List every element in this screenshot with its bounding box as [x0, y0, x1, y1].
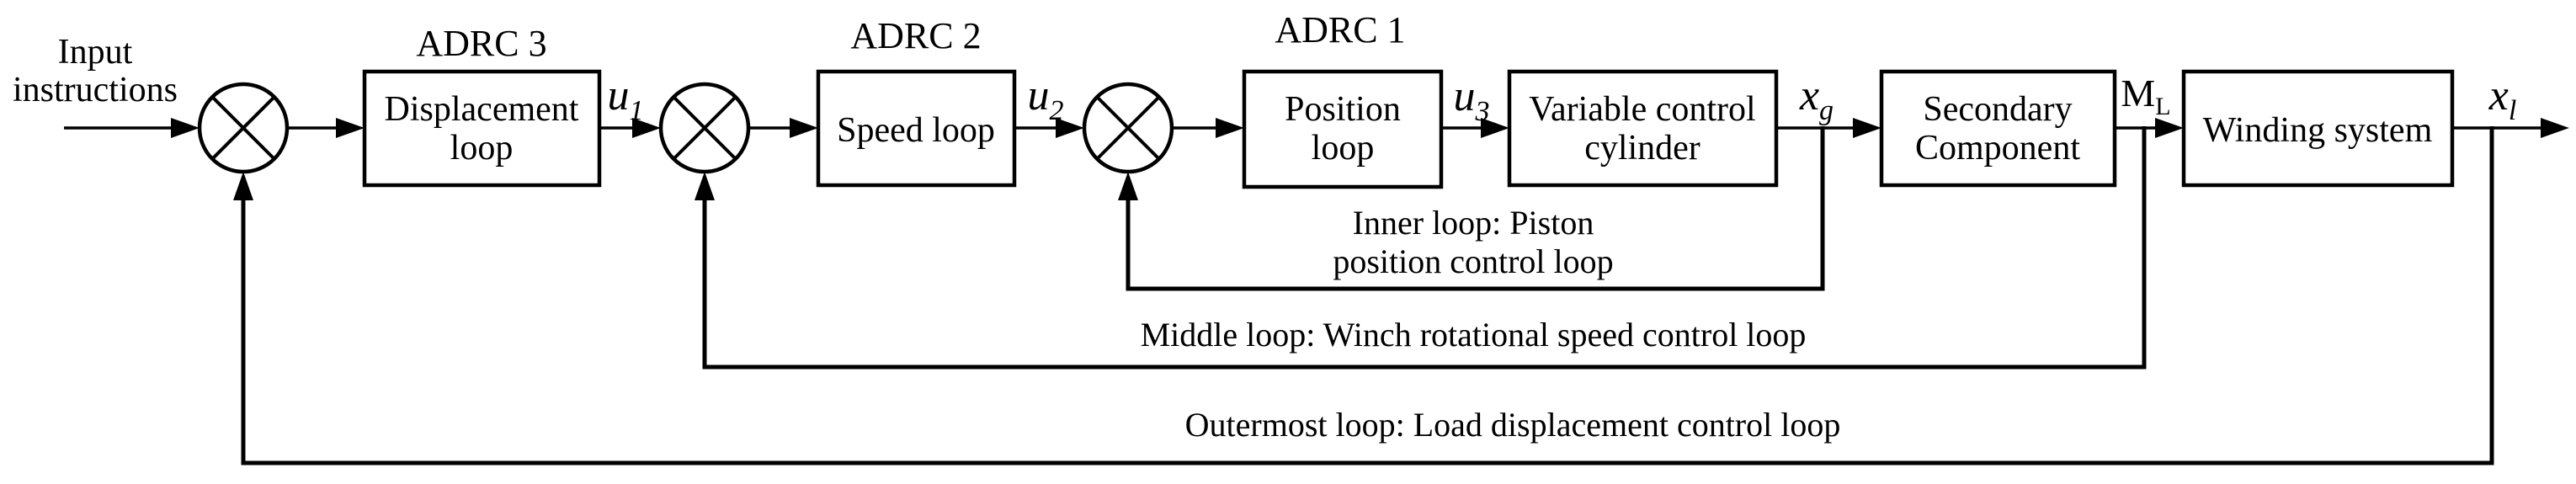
u2-sub: 2	[1050, 95, 1064, 126]
signal-label-u2: u2	[1028, 72, 1064, 126]
speed-loop-label: Speed loop	[837, 111, 995, 150]
signal-label-u3: u3	[1454, 72, 1490, 127]
inner-loop-feedback-line	[1126, 126, 1825, 291]
arrowhead-into-sj1	[171, 118, 200, 138]
input-caption-line2: instructions	[13, 71, 178, 109]
signal-label-xg: xg	[1799, 72, 1834, 126]
adrc-captions: ADRC 3 ADRC 2 ADRC 1	[416, 9, 1405, 64]
adrc3-caption: ADRC 3	[416, 23, 546, 64]
block-winding-system	[2181, 69, 2455, 188]
arrowhead-into-displacement	[336, 118, 365, 138]
summing-junction-cross-marks	[210, 95, 1161, 161]
sj2-cross-line	[672, 95, 737, 161]
signal-label-xl: xl	[2488, 72, 2517, 126]
arrowhead-into-sj2	[632, 118, 661, 138]
ml-main: M	[2121, 72, 2155, 114]
arrowhead-into-cylinder	[1481, 118, 1509, 138]
arrowhead-into-position	[1216, 118, 1244, 138]
u3-main: u	[1454, 72, 1476, 120]
arrowhead-outer-feedback-up	[233, 172, 253, 200]
variable-cylinder-label-line2: cylinder	[1584, 129, 1700, 168]
block-variable-control-cylinder	[1507, 69, 1779, 188]
u3-sub: 3	[1475, 96, 1490, 127]
variable-cylinder-label-line1: Variable control	[1529, 90, 1755, 129]
secondary-component-label-line2: Component	[1915, 129, 2080, 168]
outermost-loop-caption: Outermost loop: Load displacement contro…	[1185, 406, 1841, 444]
middle-loop-caption: Middle loop: Winch rotational speed cont…	[1141, 316, 1807, 354]
inner-loop-caption-line1: Inner loop: Piston	[1353, 204, 1594, 242]
u2-main: u	[1028, 72, 1050, 120]
arrowheads	[171, 118, 2569, 200]
arrowhead-inner-feedback-up	[1118, 172, 1138, 200]
inner-loop-caption-line2: position control loop	[1333, 242, 1613, 280]
signal-label-ml: ML	[2121, 72, 2170, 120]
u1-sub: 1	[630, 95, 644, 126]
input-caption: Input instructions	[13, 33, 178, 109]
signal-labels: u1 u2 u3 xg ML xl	[608, 72, 2517, 127]
xl-main: x	[2488, 72, 2509, 120]
outer-loop-feedback-line	[241, 126, 2494, 465]
sj3-cross-line	[1095, 95, 1161, 161]
displacement-loop-label-line1: Displacement	[385, 90, 579, 129]
xg-main: x	[1799, 72, 1819, 120]
feedback-lines	[241, 126, 2494, 465]
secondary-component-label-line1: Secondary	[1923, 90, 2072, 129]
arrowhead-into-secondary	[1853, 118, 1881, 138]
position-loop-label-line2: loop	[1312, 129, 1375, 168]
input-caption-line1: Input	[58, 33, 133, 72]
arrowhead-middle-feedback-up	[695, 172, 715, 200]
signal-label-u1: u1	[608, 72, 644, 126]
xg-sub: g	[1819, 95, 1834, 126]
middle-loop-feedback-line	[702, 126, 2147, 370]
winding-system-label: Winding system	[2203, 111, 2433, 150]
arrowhead-into-winding	[2155, 118, 2184, 138]
block-speed-loop	[816, 69, 1017, 188]
xl-sub: l	[2509, 95, 2516, 126]
adrc2-caption: ADRC 2	[850, 15, 981, 56]
block-labels: Displacement loop Speed loop Position lo…	[385, 90, 2433, 168]
arrowhead-into-speed	[790, 118, 818, 138]
u1-main: u	[608, 72, 630, 120]
arrowhead-output	[2541, 118, 2569, 138]
position-loop-label-line1: Position	[1285, 90, 1401, 129]
loop-captions: Inner loop: Piston position control loop…	[1141, 204, 1841, 444]
arrowhead-into-sj3	[1056, 118, 1084, 138]
displacement-loop-label-line2: loop	[450, 129, 514, 168]
summing-junctions	[197, 82, 1174, 174]
adrc1-caption: ADRC 1	[1275, 9, 1405, 51]
sj1-cross-line	[210, 95, 276, 161]
ml-sub: L	[2155, 93, 2170, 120]
block-position-loop	[1242, 69, 1444, 189]
block-displacement-loop	[362, 69, 602, 188]
process-blocks	[362, 69, 2455, 189]
block-secondary-component	[1879, 69, 2117, 188]
